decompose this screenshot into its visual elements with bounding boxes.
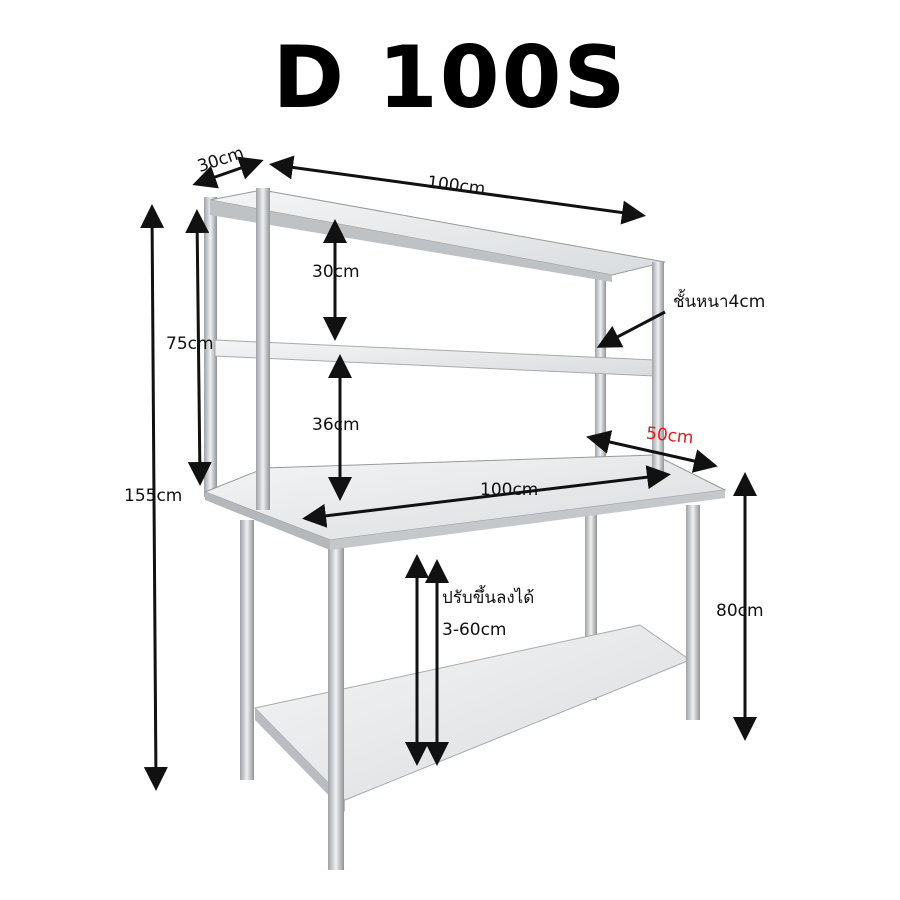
arrow-worktop-depth — [586, 430, 718, 473]
label-adjustable: ปรับขึ้นลงได้ — [442, 588, 535, 608]
label-shelf-thickness: ชั้นหนา4cm — [673, 292, 766, 312]
label-worktop-width: 100cm — [480, 480, 539, 500]
arrow-overshelf-height — [185, 209, 212, 486]
leg-right-front — [686, 505, 700, 720]
label-adjustable-range: 3-60cm — [442, 620, 507, 640]
top-shelf — [209, 189, 666, 276]
arrow-worktop-width — [302, 465, 671, 528]
label-upper-gap: 30cm — [312, 262, 360, 282]
arrow-top-depth — [192, 156, 264, 189]
middle-shelf — [214, 339, 656, 377]
label-lower-gap: 36cm — [312, 415, 360, 435]
post-left-front — [256, 188, 270, 510]
label-table-height: 80cm — [716, 601, 764, 621]
label-total-height: 155cm — [124, 486, 183, 506]
lower-shelf — [254, 624, 692, 801]
product-model-title: D 100S — [272, 28, 628, 128]
leg-left-front — [328, 545, 344, 870]
leg-left-back — [240, 520, 254, 780]
dimension-arrows — [140, 155, 757, 791]
arrow-total-height — [140, 204, 168, 791]
arrow-top-width — [269, 155, 646, 225]
arrow-shelf-thickness — [596, 310, 666, 348]
label-overshelf-height: 75cm — [166, 334, 214, 354]
